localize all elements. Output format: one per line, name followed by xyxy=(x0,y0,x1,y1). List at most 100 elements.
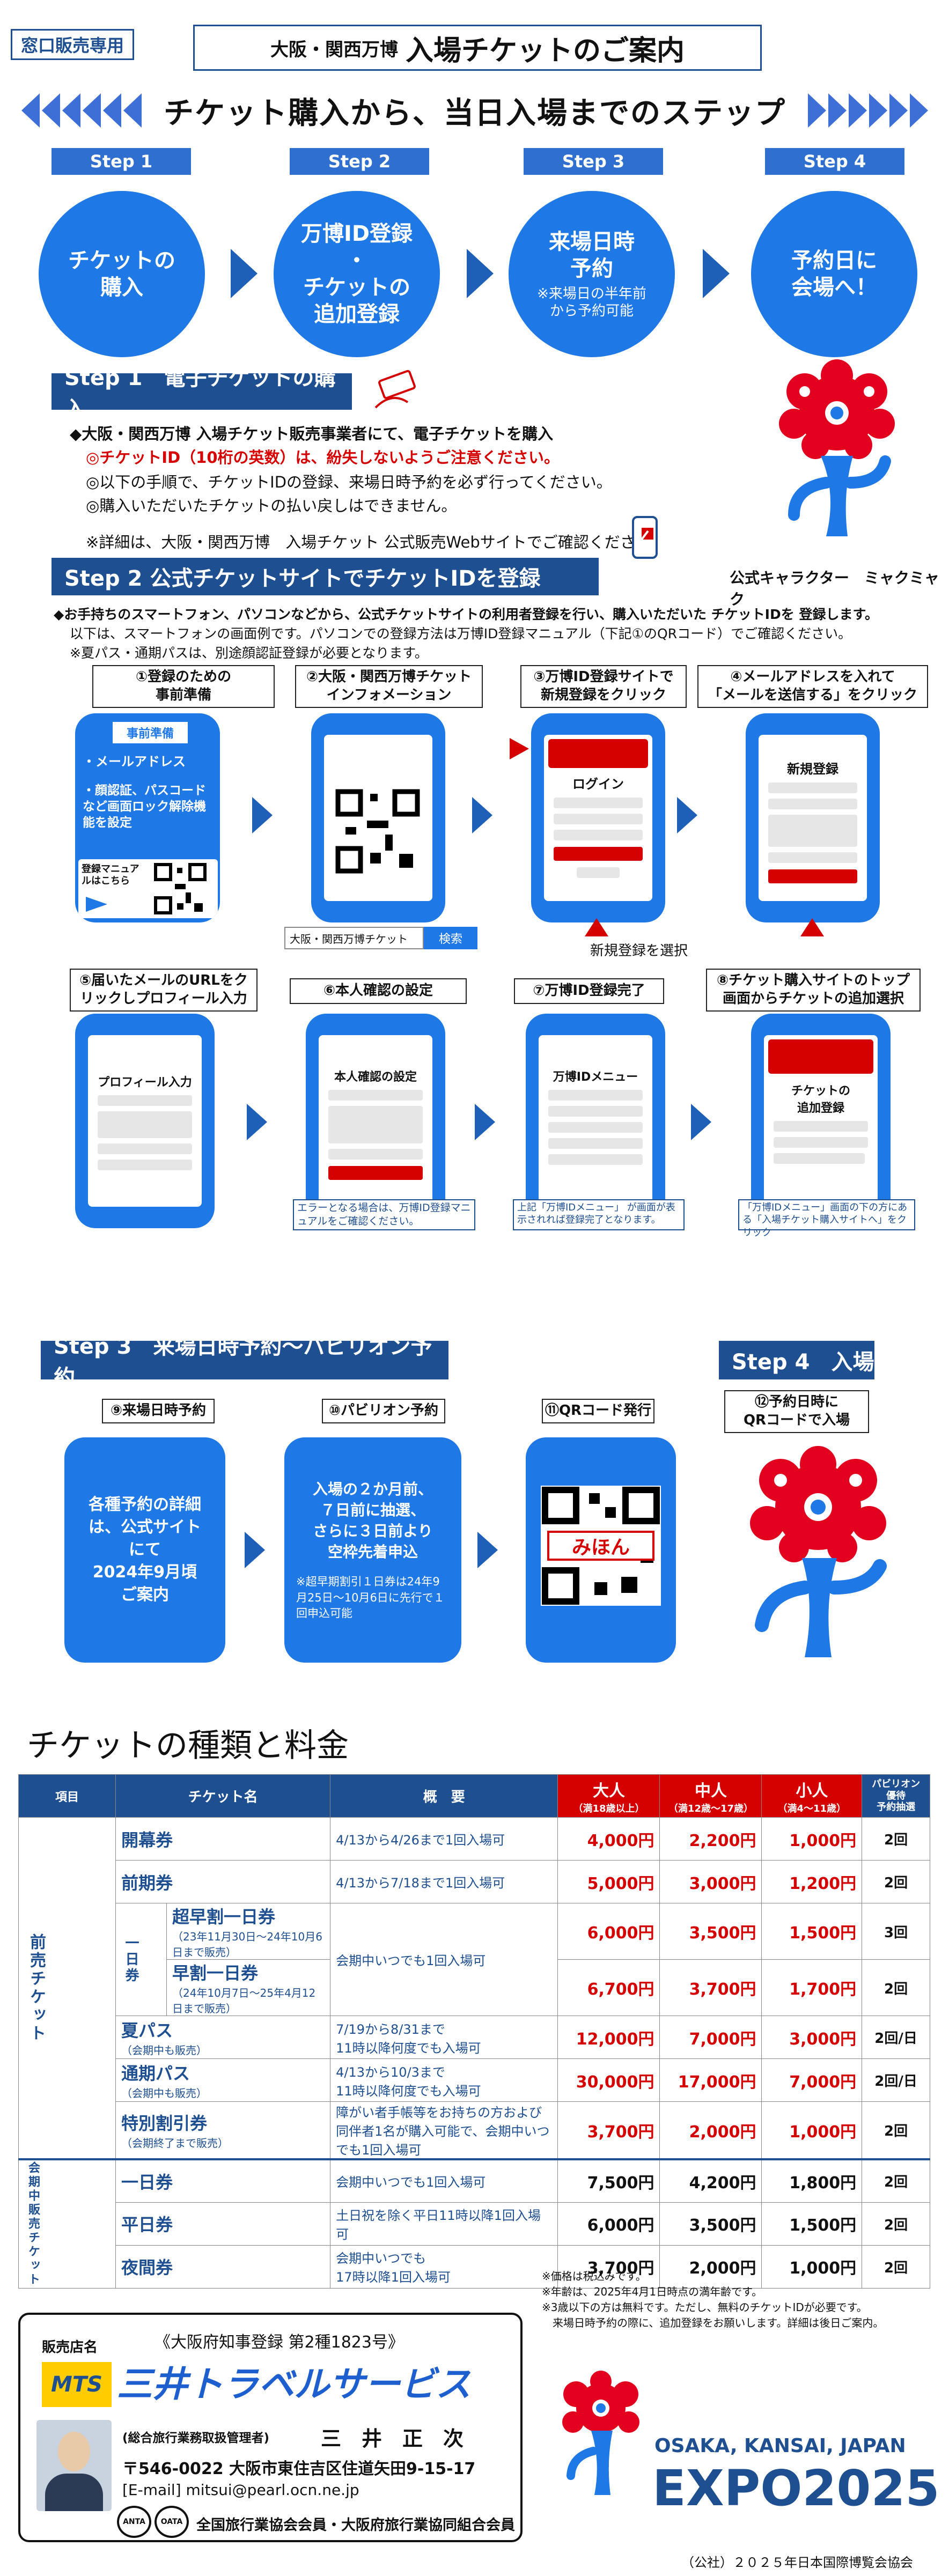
note-card-7: 上記「万博IDメニュー」 が画面が表示されれば登録完了となります。 xyxy=(513,1199,685,1230)
company-logo: MTS xyxy=(42,2362,112,2407)
small-price-cell: 7,000円 xyxy=(761,2058,863,2102)
new-registration-note: 新規登録を選択 xyxy=(590,943,688,959)
pavilion-lottery-cell: 2回/日 xyxy=(862,2016,930,2059)
oata-badge: OATA xyxy=(155,2506,189,2538)
expo-logo-mascot-image xyxy=(562,2371,639,2495)
child-price-cell: 3,500円 xyxy=(659,1903,762,1960)
adult-price-cell: 4,000円 xyxy=(557,1817,660,1861)
col-overview: 概 要 xyxy=(330,1774,558,1818)
qr-issue-card: みほん xyxy=(526,1437,676,1663)
search-field[interactable]: 大阪・関西万博チケット xyxy=(284,927,424,949)
small-price-cell: 1,500円 xyxy=(761,2202,863,2246)
red-arrow-icon xyxy=(510,738,529,759)
pavilion-lottery-cell: 2回 xyxy=(862,1817,930,1861)
ticket-overview-cell: 4/13から10/3まで 11時以降何度でも入場可 xyxy=(330,2058,558,2102)
step-tab-4: Step 4 xyxy=(765,148,904,175)
association-membership: 全国旅行業協会会員・大阪府旅行業協同組合会員 xyxy=(196,2517,515,2534)
search-button[interactable]: 検索 xyxy=(424,927,477,949)
note-card-6: エラーとなる場合は、万博ID登録マニュアルをご確認ください。 xyxy=(293,1199,475,1230)
small-price-cell: 1,000円 xyxy=(761,2245,863,2289)
step-circle-3: 来場日時予約 ※来場日の半年前から予約可能 xyxy=(509,191,675,357)
oneday-label-cell: 一日券 xyxy=(115,1903,167,2016)
shop-address: 〒546-0022 大阪市東住吉区住道矢田9-15-17 xyxy=(122,2460,476,2478)
smartphone-icon xyxy=(632,516,658,559)
adult-price-cell: 12,000円 xyxy=(557,2016,660,2059)
step3-heading: Step 3 来場日時予約～パビリオン予約 xyxy=(41,1334,448,1390)
step2-line-2: 以下は、スマートフォンの画面例です。パソコンでの登録方法は万博ID登録マニュアル… xyxy=(70,626,852,641)
phone-card-5: プロフィール入力 xyxy=(75,1014,215,1228)
col-small: 小人（満4～11歳） xyxy=(761,1774,863,1818)
menu-title: 万博IDメニュー xyxy=(553,1071,638,1084)
child-price-cell: 2,200円 xyxy=(659,1817,762,1861)
step2-line-1: ◆お手持ちのスマートフォン、パソコンなどから、公式チケットサイトの利用者登録を行… xyxy=(54,607,878,622)
card-3-title: ③万博ID登録サイトで 新規登録をクリック xyxy=(520,665,687,708)
ticket-hand-icon xyxy=(374,370,416,409)
phone-card-2 xyxy=(311,713,445,922)
step-tab-3: Step 3 xyxy=(524,148,663,175)
page-title-box: 大阪・関西万博 入場チケットのご案内 xyxy=(193,25,762,71)
prep-heading: 事前準備 xyxy=(113,722,188,743)
card-9-title: ⑨来場日時予約 xyxy=(102,1399,215,1423)
table-row: 特別割引券（会期終了まで販売）障がい者手帳等をお持ちの方および同伴者1名が購入可… xyxy=(19,2101,930,2160)
fees-table: 項目 チケット名 概 要 大人（満18歳以上） 中人（満12歳～17歳） 小人（… xyxy=(18,1774,930,2289)
ticket-name-cell: 前期券 xyxy=(115,1860,331,1903)
step4-heading: Step 4 入場 xyxy=(719,1341,874,1379)
phone-card-3: ログイン xyxy=(531,713,665,922)
small-price-cell: 1,000円 xyxy=(761,1817,863,1861)
adult-price-cell: 7,500円 xyxy=(557,2159,660,2203)
card-12-title: ⑫予約日時に QRコードで入場 xyxy=(724,1390,869,1433)
ticket-name-cell: 特別割引券（会期終了まで販売） xyxy=(115,2101,331,2160)
pavilion-reservation-card: 入場の２か月前、７日前に抽選、さらに３日前より空枠先着申込 ※超早期割引１日券は… xyxy=(284,1437,461,1663)
card-6-title: ⑥本人確認の設定 xyxy=(290,978,467,1004)
sample-stamp: みほん xyxy=(547,1531,654,1561)
signup-title: 新規登録 xyxy=(787,762,838,777)
fee-notes: ※価格は税込みです。※年齢は、2025年4月1日時点の満年齢です。※3歳以下の方… xyxy=(542,2270,884,2329)
fees-heading: チケットの種類と料金 xyxy=(27,1727,349,1765)
shop-license: 《大阪府知事登録 第2種1823号》 xyxy=(155,2333,404,2352)
col-child: 中人（満12歳～17歳） xyxy=(659,1774,762,1818)
login-title: ログイン xyxy=(572,777,624,792)
arrow-right-icon xyxy=(252,797,273,833)
ticket-name-cell: 通期パス（会期中も販売） xyxy=(115,2058,331,2102)
small-price-cell: 1,500円 xyxy=(761,1903,863,1960)
card-11-title: ⑪QRコード発行 xyxy=(542,1399,654,1423)
anta-badge: ANTA xyxy=(117,2506,151,2538)
child-price-cell: 3,700円 xyxy=(659,1959,762,2016)
fees-header-row: 項目 チケット名 概 要 大人（満18歳以上） 中人（満12歳～17歳） 小人（… xyxy=(18,1774,930,1818)
add-ticket-title: チケットの 追加登録 xyxy=(791,1084,850,1115)
col-ticket-name: チケット名 xyxy=(115,1774,331,1818)
ticket-name-cell: 夏パス（会期中も販売） xyxy=(115,2016,331,2059)
child-price-cell: 3,000円 xyxy=(659,1860,762,1903)
mascot-myakumyaku-image xyxy=(750,1446,887,1657)
red-up-arrow-icon xyxy=(800,918,824,936)
step1-line-3: ◎以下の手順で、チケットIDの登録、来場日時予約を必ず行ってください。 xyxy=(86,473,612,491)
table-row: 一日券超早割一日券（23年11月30日～24年10月6日まで販売）会期中いつでも… xyxy=(19,1903,930,2016)
pavilion-lottery-cell: 2回 xyxy=(862,2245,930,2289)
ticket-overview-cell: 7/19から8/31まで 11時以降何度でも入場可 xyxy=(330,2016,558,2059)
mascot-caption: 公式キャラクター ミャクミャク xyxy=(730,569,939,608)
child-price-cell: 2,000円 xyxy=(659,2101,762,2160)
small-price-cell: 1,200円 xyxy=(761,1860,863,1903)
company-name: 三井トラベルサービス xyxy=(117,2364,471,2405)
expo-logo-text: EXPO2025 xyxy=(652,2460,940,2517)
arrow-right-icon xyxy=(467,249,494,298)
step1-line-4: ◎購入いただいたチケットの払い戻しはできません。 xyxy=(86,497,457,515)
step-tab-2: Step 2 xyxy=(290,148,429,175)
pavilion-lottery-cell: 2回 xyxy=(862,1860,930,1903)
prep-panel: 事前準備 ・メールアドレス ・顔認証、パスコード など画面ロック解除機能を設定 … xyxy=(75,713,220,922)
adult-price-cell: 6,000円 xyxy=(557,2202,660,2246)
manager-label: (総合旅行業務取扱管理者) xyxy=(122,2431,270,2445)
pavilion-lottery-cell: 3回 xyxy=(862,1903,930,1960)
profile-title: プロフィール入力 xyxy=(98,1076,192,1089)
arrow-right-icon xyxy=(247,1104,267,1140)
shop-email[interactable]: [E-mail] mitsui@pearl.ocn.ne.jp xyxy=(122,2481,359,2499)
manual-link-text: 登録マニュアルはこちら xyxy=(82,863,139,887)
step1-heading: Step 1 電子チケットの購入 xyxy=(52,366,352,422)
small-price-cell: 1,800円 xyxy=(761,2159,863,2203)
manual-qr-box[interactable]: 登録マニュアルはこちら xyxy=(78,859,218,918)
qr-code-icon xyxy=(335,788,421,874)
ticket-overview-cell: 土日祝を除く平日11時以降1回入場可 xyxy=(330,2202,558,2246)
arrow-right-icon xyxy=(86,897,107,912)
shop-info-box: 販売店名 《大阪府知事登録 第2種1823号》 MTS 三井トラベルサービス (… xyxy=(18,2313,523,2542)
